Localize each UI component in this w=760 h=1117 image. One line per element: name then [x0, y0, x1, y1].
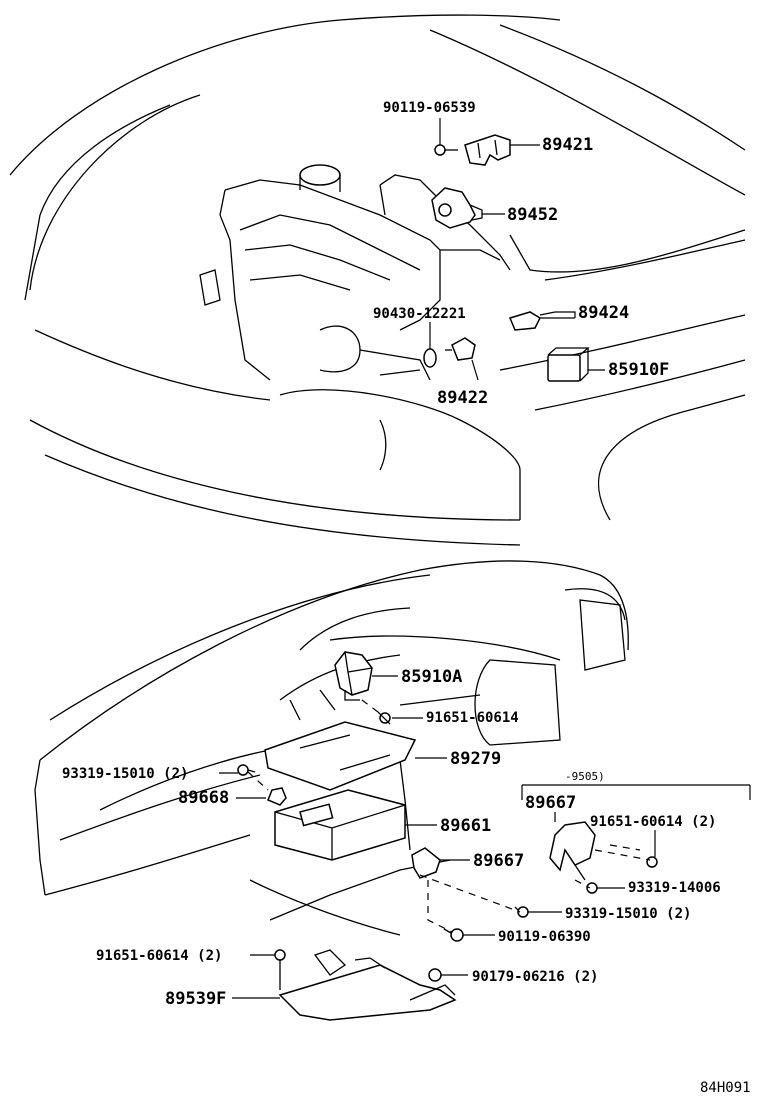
part-90119-06539-bolt[interactable] — [434, 144, 458, 156]
part-90179-06216-nut[interactable] — [428, 968, 442, 982]
part-90119-06390-bolt[interactable] — [443, 928, 464, 942]
part-85910a-relay[interactable] — [334, 651, 373, 701]
label-91651-60614-top: 91651-60614 — [426, 710, 519, 726]
label-89421: 89421 — [542, 135, 593, 155]
part-93319-15010-screw-left[interactable] — [237, 764, 256, 776]
label-89279: 89279 — [450, 749, 501, 769]
label-89661: 89661 — [440, 816, 491, 836]
figure-code: 84H091 — [700, 1080, 751, 1096]
part-89421-bracket[interactable] — [464, 134, 511, 166]
part-89422-sensor[interactable] — [445, 337, 476, 361]
part-89279-cover[interactable] — [264, 721, 417, 791]
label-89422: 89422 — [437, 388, 488, 408]
leaders-top — [429, 118, 605, 381]
part-93319-15010-screw-right[interactable] — [514, 906, 529, 918]
part-89667-bracket-center[interactable] — [411, 847, 441, 879]
label-91651-60614-lower: 91651-60614 (2) — [96, 948, 222, 964]
engine-block — [199, 164, 511, 381]
label-93319-15010-right: 93319-15010 (2) — [565, 906, 691, 922]
part-85910f-relay[interactable] — [547, 347, 590, 382]
label-89667-center: 89667 — [473, 851, 524, 871]
part-91651-60614-nut-top[interactable] — [377, 711, 391, 725]
label-inset-range: -9505) — [565, 770, 605, 783]
label-91651-60614-inset: 91651-60614 (2) — [590, 814, 716, 830]
label-89424: 89424 — [578, 303, 629, 323]
leaders-bottom — [219, 675, 656, 999]
label-90430-12221: 90430-12221 — [373, 306, 466, 322]
label-85910f: 85910F — [608, 360, 669, 380]
engine-bay-outline — [9, 14, 746, 546]
label-89667-inset: 89667 — [525, 793, 576, 813]
label-90179-06216: 90179-06216 (2) — [472, 969, 598, 985]
dashboard-outline — [34, 560, 629, 936]
inset-9505 — [521, 784, 751, 894]
label-89668: 89668 — [178, 788, 229, 808]
label-89539f: 89539F — [165, 989, 226, 1009]
part-89661-ecu[interactable] — [274, 789, 406, 861]
part-91651-60614-nut-lower[interactable] — [274, 949, 286, 990]
labels-top: 90119-06539 89421 89452 90430-12221 8942… — [373, 100, 669, 408]
part-89668-bracket[interactable] — [267, 787, 287, 806]
part-90430-12221-gasket[interactable] — [423, 348, 437, 368]
label-93319-14006: 93319-14006 — [628, 880, 721, 896]
label-85910a: 85910A — [401, 667, 462, 687]
part-89452-sensor[interactable] — [431, 187, 483, 229]
label-90119-06539: 90119-06539 — [383, 100, 476, 116]
part-89424-sensor[interactable] — [508, 311, 556, 331]
labels-bottom: 85910A 91651-60614 89279 93319-15010 (2)… — [62, 667, 721, 1009]
part-89539f-bracket[interactable] — [278, 949, 457, 1021]
label-89452: 89452 — [507, 205, 558, 225]
label-93319-15010-left: 93319-15010 (2) — [62, 766, 188, 782]
label-90119-06390: 90119-06390 — [498, 929, 591, 945]
